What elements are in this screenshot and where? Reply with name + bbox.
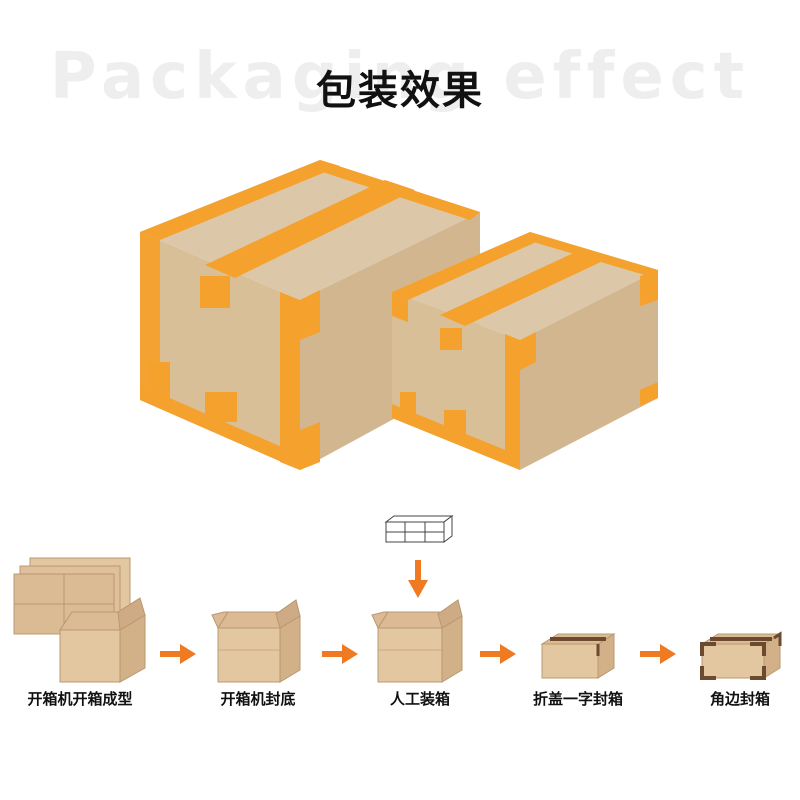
right-arrow-icon xyxy=(480,644,516,664)
step-label-1: 开箱机开箱成型 xyxy=(27,690,133,708)
product-pack-icon xyxy=(384,515,454,543)
right-arrow-icon xyxy=(160,644,196,664)
packing-box-icon xyxy=(371,599,463,683)
page-title: 包装效果 xyxy=(316,68,484,114)
right-arrow-icon xyxy=(640,644,676,664)
step-label-5: 角边封箱 xyxy=(709,690,770,708)
open-box-icon xyxy=(211,599,301,683)
watermark-text: Packaging effect xyxy=(49,40,751,114)
step-label-2: 开箱机封底 xyxy=(220,690,296,708)
small-box-icon xyxy=(392,232,658,470)
down-arrow-icon xyxy=(408,560,428,598)
right-arrow-icon xyxy=(322,644,358,664)
taped-box-icon xyxy=(540,633,616,679)
packaged-boxes-illustration xyxy=(140,160,658,470)
process-flow xyxy=(13,515,782,683)
flat-cartons-icon xyxy=(13,557,146,683)
step-label-4: 折盖一字封箱 xyxy=(532,690,623,708)
corner-sealed-box-icon xyxy=(700,631,782,680)
step-label-3: 人工装箱 xyxy=(389,690,450,708)
